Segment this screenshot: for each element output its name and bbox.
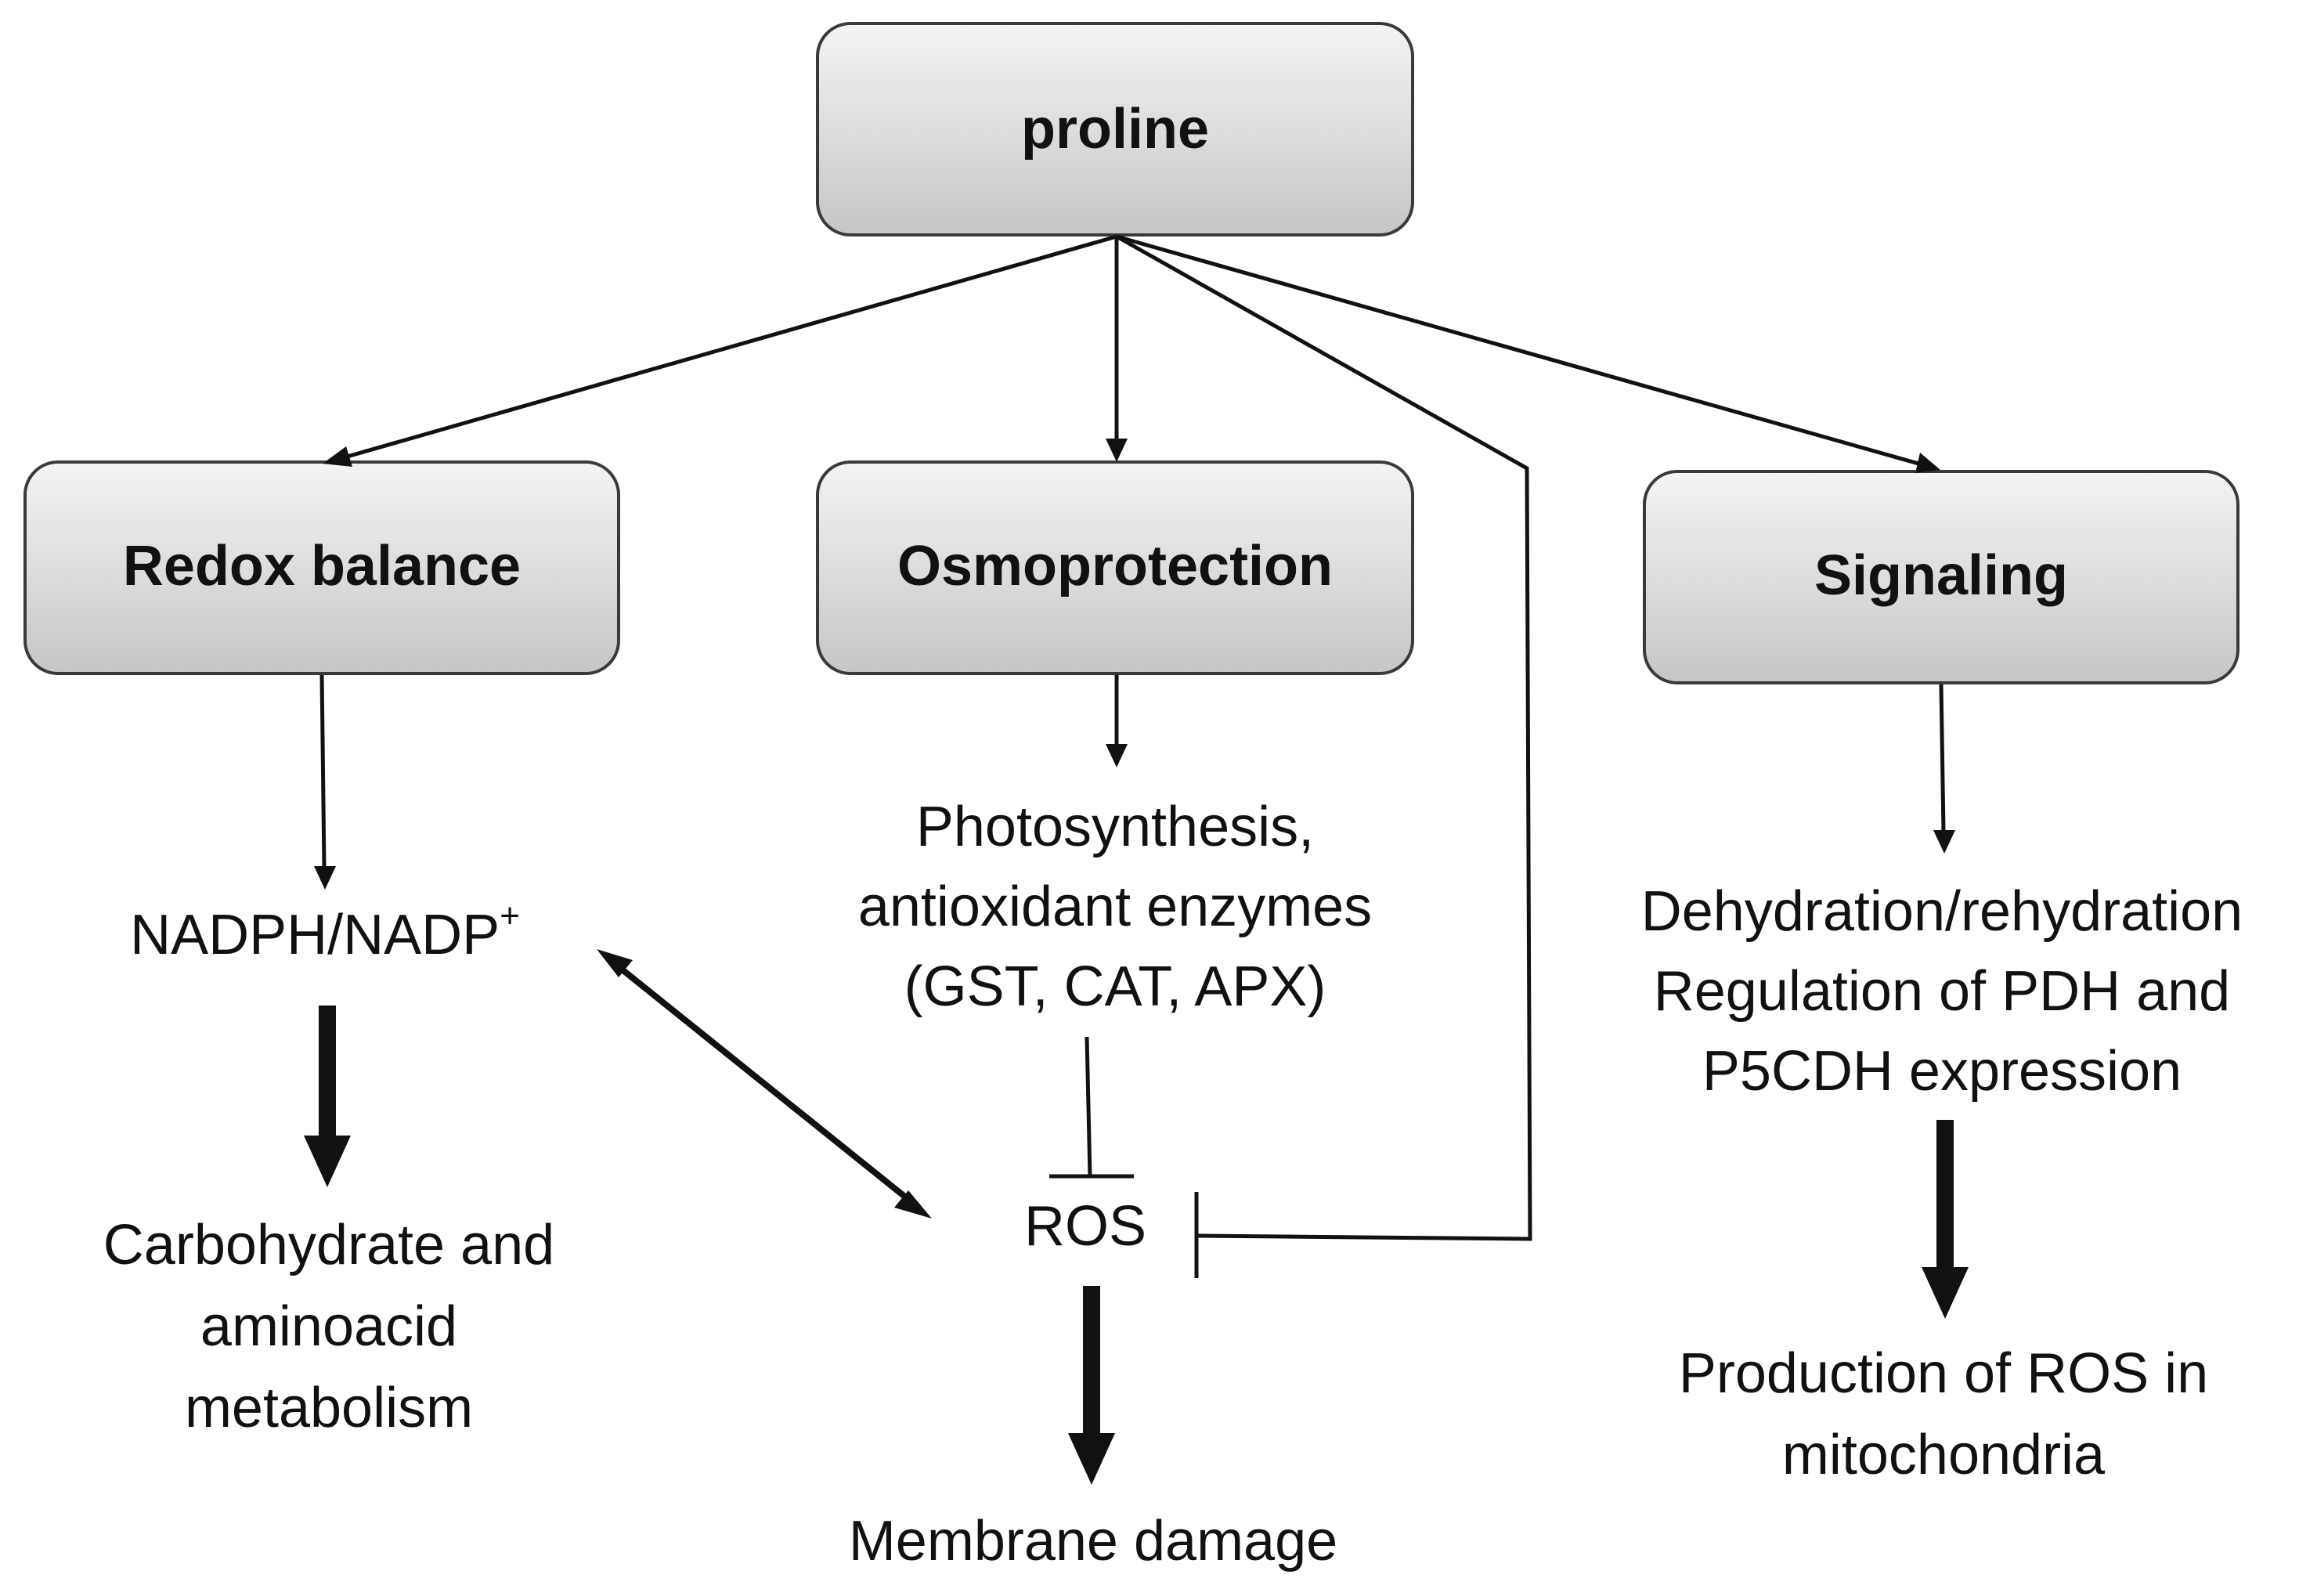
carbohydrate-line-2: aminoacid <box>200 1295 457 1358</box>
nadph-ros-bidirectional-arrow <box>597 949 932 1219</box>
nadph-to-carbohydrate-thick-arrow <box>304 1006 351 1187</box>
osmoprotection-label: Osmoprotection <box>897 535 1333 598</box>
proline-label: proline <box>1021 98 1209 161</box>
signaling-box: Signaling <box>1643 470 2239 684</box>
signaling-to-dehydration-arrow <box>1933 684 1955 854</box>
dehydration-line-2: Regulation of PDH and <box>1654 960 2230 1023</box>
carbohydrate-metabolism-text: Carbohydrate and aminoacid metabolism <box>103 1214 554 1439</box>
osmo-to-photosynthesis-arrow <box>1106 675 1128 767</box>
antioxidants-inhibit-ros-line <box>1049 1036 1134 1179</box>
membrane-damage-text: Membrane damage <box>849 1510 1337 1573</box>
redox-balance-label: Redox balance <box>123 535 521 598</box>
redox-balance-box: Redox balance <box>23 460 620 675</box>
osmoprotection-box: Osmoprotection <box>816 460 1414 675</box>
proline-to-osmo-arrow <box>1106 237 1128 462</box>
nadph-nadp-text: NADPH/NADP+ <box>130 897 520 966</box>
ros-text: ROS <box>1024 1195 1146 1258</box>
dehydration-to-ros-production-thick-arrow <box>1922 1120 1969 1319</box>
signaling-label: Signaling <box>1814 544 2068 607</box>
dehydration-line-1: Dehydration/rehydration <box>1641 880 2243 943</box>
proline-box: proline <box>816 22 1414 237</box>
ros-to-membrane-thick-arrow <box>1068 1286 1115 1485</box>
photosynthesis-antioxidant-text: Photosynthesis, antioxidant enzymes (GST… <box>858 796 1372 1018</box>
photosynthesis-line-2: antioxidant enzymes <box>858 876 1372 938</box>
carbohydrate-line-3: metabolism <box>185 1377 473 1439</box>
ros-production-mitochondria-text: Production of ROS in mitochondria <box>1679 1342 2208 1486</box>
proline-to-signaling-arrow <box>1116 234 1940 473</box>
proline-to-redox-arrow <box>323 234 1117 467</box>
carbohydrate-line-1: Carbohydrate and <box>103 1214 554 1276</box>
photosynthesis-line-1: Photosynthesis, <box>916 796 1314 858</box>
ros-production-line-2: mitochondria <box>1782 1424 2106 1486</box>
dehydration-regulation-text: Dehydration/rehydration Regulation of PD… <box>1641 880 2243 1103</box>
photosynthesis-line-3: (GST, CAT, APX) <box>904 955 1326 1018</box>
redox-to-nadph-arrow <box>314 674 336 890</box>
dehydration-line-3: P5CDH expression <box>1702 1040 2182 1103</box>
ros-production-line-1: Production of ROS in <box>1679 1342 2208 1405</box>
proline-inhibits-ros-line <box>1115 234 1532 1278</box>
